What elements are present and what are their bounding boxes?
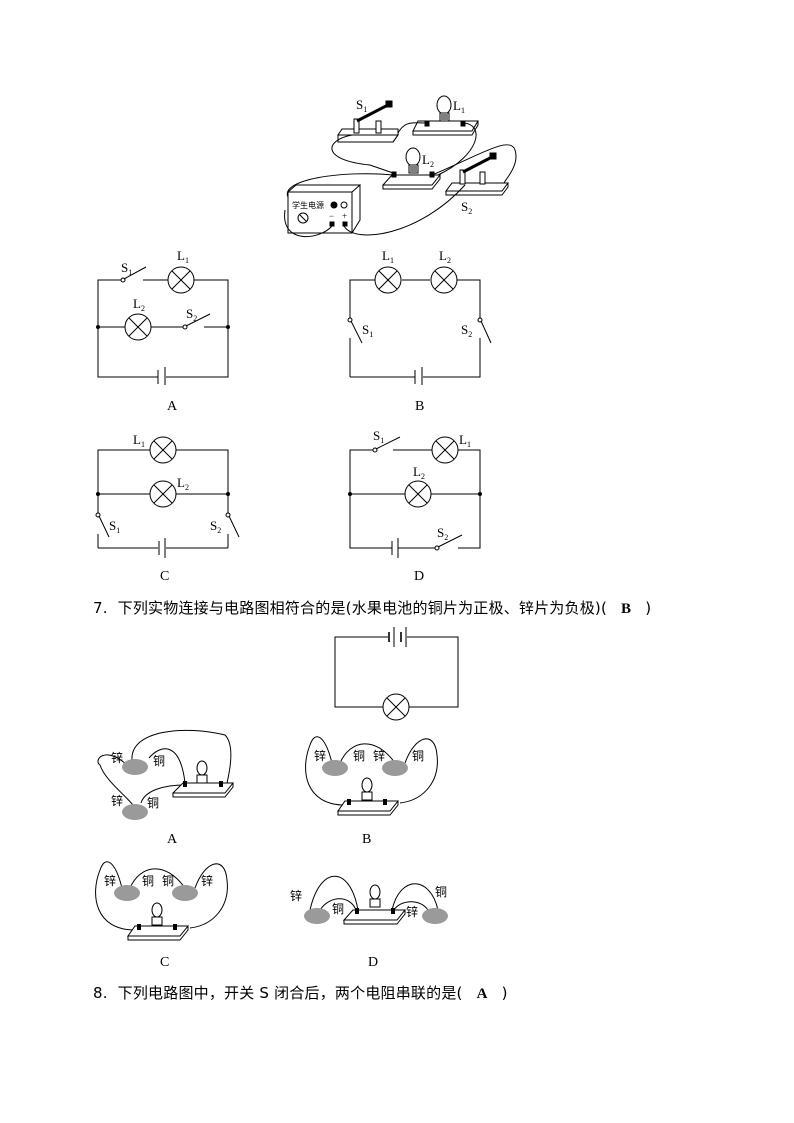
svg-text:锌: 锌 [111,794,123,808]
circuit-option-a: S1 L1 L2 S2 [96,248,230,385]
svg-text:S2: S2 [210,518,221,535]
q7-option-b-label: B [362,832,372,847]
terminal-plus: + [342,211,347,221]
question-7-close: ) [645,599,652,617]
svg-text:锌: 锌 [111,751,123,765]
s1-label: S1 [356,97,367,114]
svg-text:铜: 铜 [332,901,344,916]
q7-option-a-label: A [167,832,178,847]
svg-text:铜: 铜 [142,873,154,888]
question-7-answer: B [621,601,632,617]
power-supply-label: 学生电源 [292,200,324,210]
option-c-label: C [160,569,170,584]
svg-text:S2: S2 [437,525,448,542]
s2-label: S2 [186,306,197,323]
svg-text:铜: 铜 [435,884,447,899]
fruit-circuit-option-a: 锌 铜 锌 铜 [97,729,235,820]
svg-text:锌: 锌 [201,874,213,888]
svg-text:L1: L1 [133,432,145,449]
svg-text:锌: 锌 [104,874,116,888]
svg-text:锌: 锌 [290,889,302,903]
circuit-option-d: S1 L1 L2 S2 [348,428,482,558]
question-7-text: 下列实物连接与电路图相符合的是(水果电池的铜片为正极、锌片为负极)( [117,599,608,617]
svg-text:L2: L2 [413,464,425,481]
circuit-option-c: L1 L2 S1 S2 [95,432,240,558]
fruit-circuit-option-c: 锌 铜 铜 锌 [95,861,228,941]
svg-text:铜: 铜 [153,753,165,768]
svg-text:锌: 锌 [373,749,385,763]
svg-text:锌: 锌 [314,749,326,763]
svg-text:S1: S1 [362,322,373,339]
fruit [122,804,148,820]
svg-text:L1: L1 [382,248,394,265]
svg-text:L2: L2 [439,248,451,265]
question-7: 7. 下列实物连接与电路图相符合的是(水果电池的铜片为正极、锌片为负极)( B) [93,597,651,618]
svg-text:铜: 铜 [162,873,174,888]
fruit-circuit-option-b: 锌 铜 锌 铜 [305,736,438,816]
svg-text:S1: S1 [109,518,120,535]
s1-label: S1 [121,260,132,277]
option-b-label: B [415,399,425,414]
question-8-number: 8. [93,984,108,1002]
q7-option-c-label: C [160,955,170,970]
svg-text:S2: S2 [461,322,472,339]
circuit-option-b: L1 L2 S1 S2 [347,248,492,385]
q7-circuit-diagram [334,627,459,721]
s2-label: S2 [461,199,472,216]
svg-text:S1: S1 [373,428,384,445]
fruit [122,759,148,775]
l2-label: L2 [133,296,145,313]
physical-circuit-diagram: S1 L1 L2 S2 学生电源 − + [284,95,517,237]
option-a-label: A [167,399,178,414]
terminal-minus: − [329,211,334,221]
question-8-text: 下列电路图中，开关 S 闭合后，两个电阻串联的是( [117,984,463,1002]
question-8-close: ) [501,984,508,1002]
svg-text:铜: 铜 [412,748,424,763]
question-8: 8. 下列电路图中，开关 S 闭合后，两个电阻串联的是( A) [93,982,508,1003]
q7-option-d-label: D [368,955,379,970]
l1-label: L1 [453,98,465,115]
svg-text:铜: 铜 [147,795,159,810]
svg-text:L1: L1 [459,432,471,449]
question-7-number: 7. [93,599,108,617]
svg-text:铜: 铜 [353,748,365,763]
fruit-circuit-option-d: 锌 铜 锌 铜 [290,875,448,925]
svg-text:L2: L2 [177,475,189,492]
l1-label: L1 [177,248,189,265]
svg-text:锌: 锌 [406,905,418,919]
l2-label: L2 [422,152,434,169]
option-d-label: D [414,569,425,584]
question-8-answer: A [476,986,488,1002]
